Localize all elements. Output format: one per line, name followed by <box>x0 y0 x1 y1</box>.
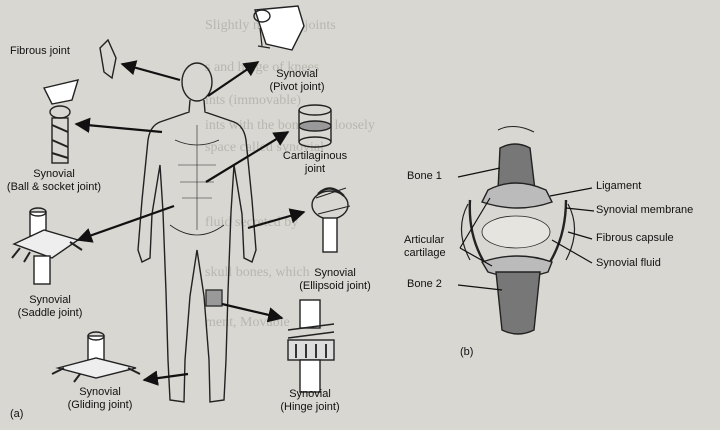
label-line: (Gliding joint) <box>60 399 140 412</box>
gliding-joint-illustration <box>52 332 140 382</box>
saddle-joint-illustration <box>12 208 82 284</box>
pivot-joint-illustration <box>254 6 304 50</box>
synovial-joint-cross-section <box>461 126 574 334</box>
label-saddle-joint: Synovial (Saddle joint) <box>10 294 90 320</box>
label-line: (Pivot joint) <box>262 81 332 94</box>
label-line: (Saddle joint) <box>10 307 90 320</box>
cartilaginous-joint-illustration <box>299 105 331 147</box>
fibrous-joint-illustration <box>100 40 116 78</box>
label-line: Synovial <box>10 294 90 307</box>
label-synovial-fluid: Synovial fluid <box>596 257 661 270</box>
label-line: Cartilaginous <box>275 150 355 163</box>
label-fibrous-joint: Fibrous joint <box>10 45 70 58</box>
label-synovial-membrane: Synovial membrane <box>596 204 693 217</box>
label-line: (Hinge joint) <box>270 401 350 414</box>
ball-socket-joint-illustration <box>44 80 78 163</box>
label-gliding-joint: Synovial (Gliding joint) <box>60 386 140 412</box>
label-ellipsoid-joint: Synovial (Ellipsoid joint) <box>290 267 380 293</box>
label-bone-2: Bone 2 <box>407 278 442 291</box>
pointer-arrows-a <box>76 62 304 380</box>
human-body-figure <box>138 63 256 402</box>
label-line: (Ellipsoid joint) <box>290 280 380 293</box>
hinge-joint-illustration <box>288 300 334 392</box>
label-line: Synovial <box>60 386 140 399</box>
label-line: cartilage <box>404 247 446 260</box>
ellipsoid-joint-illustration <box>312 188 350 252</box>
label-pivot-joint: Synovial (Pivot joint) <box>262 68 332 94</box>
label-line: Synovial <box>2 168 106 181</box>
label-ligament: Ligament <box>596 180 641 193</box>
label-cartilaginous-joint: Cartilaginous joint <box>275 150 355 176</box>
label-line: Articular <box>404 234 446 247</box>
label-line: Synovial <box>262 68 332 81</box>
label-line: joint <box>275 163 355 176</box>
label-bone-1: Bone 1 <box>407 170 442 183</box>
label-fibrous-capsule: Fibrous capsule <box>596 232 674 245</box>
panel-a-caption: (a) <box>10 408 23 421</box>
label-line: (Ball & socket joint) <box>2 181 106 194</box>
label-line: Synovial <box>290 267 380 280</box>
label-line: Synovial <box>270 388 350 401</box>
label-ball-socket-joint: Synovial (Ball & socket joint) <box>2 168 106 194</box>
label-hinge-joint: Synovial (Hinge joint) <box>270 388 350 414</box>
panel-b-caption: (b) <box>460 346 473 359</box>
label-articular-cartilage: Articular cartilage <box>404 234 446 260</box>
